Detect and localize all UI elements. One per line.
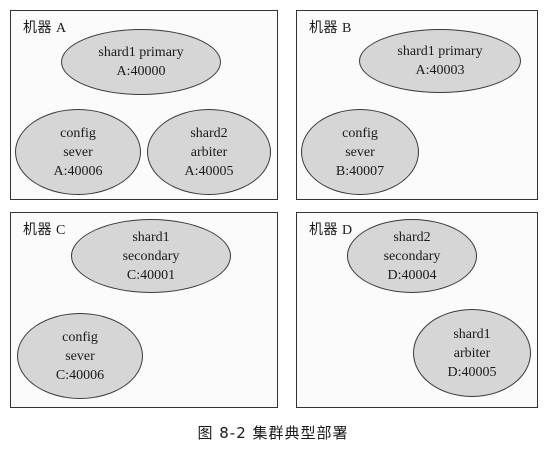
node-line: shard2 bbox=[393, 229, 431, 245]
machine-a-shard1-primary-node: shard1 primary A:40000 bbox=[61, 29, 221, 95]
node-line: shard2 bbox=[190, 125, 228, 141]
machine-a-config-server-node: config sever A:40006 bbox=[15, 109, 141, 195]
node-line: shard1 primary bbox=[397, 44, 483, 59]
machine-c-label: 机器 C bbox=[23, 223, 66, 238]
node-line: D:40004 bbox=[387, 267, 437, 283]
machine-d-shard1-arbiter-node: shard1 arbiter D:40005 bbox=[413, 309, 531, 397]
node-line: config bbox=[342, 125, 378, 141]
node-line: shard1 bbox=[132, 229, 170, 245]
node-line: sever bbox=[63, 144, 93, 160]
node-line: A:40005 bbox=[184, 163, 234, 179]
node-line: arbiter bbox=[190, 144, 228, 160]
node-line: config bbox=[62, 329, 98, 345]
node-line: D:40005 bbox=[447, 364, 497, 380]
node-line: shard1 primary bbox=[98, 45, 184, 60]
node-line: A:40000 bbox=[116, 64, 166, 79]
machine-b-config-server-node: config sever B:40007 bbox=[301, 109, 419, 195]
node-line: arbiter bbox=[453, 345, 491, 361]
machine-d-box: 机器 D shard2 secondary D:40004 shard1 arb… bbox=[296, 212, 538, 408]
machine-b-shard1-primary-node: shard1 primary A:40003 bbox=[359, 29, 521, 93]
node-line: sever bbox=[65, 348, 95, 364]
figure-caption: 图 8-2 集群典型部署 bbox=[197, 424, 349, 442]
machine-b-box: 机器 B shard1 primary A:40003 config sever… bbox=[296, 10, 538, 200]
node-line: secondary bbox=[383, 248, 441, 264]
machine-a-shard2-arbiter-node: shard2 arbiter A:40005 bbox=[147, 109, 271, 195]
node-line: config bbox=[60, 125, 96, 141]
machine-a-label: 机器 A bbox=[23, 21, 67, 36]
machine-b-label: 机器 B bbox=[309, 21, 352, 36]
machine-a-box: 机器 A shard1 primary A:40000 config sever… bbox=[10, 10, 278, 200]
node-line: C:40006 bbox=[55, 367, 105, 383]
machine-c-box: 机器 C shard1 secondary C:40001 config sev… bbox=[10, 212, 278, 408]
node-line: A:40006 bbox=[53, 163, 103, 179]
node-line: sever bbox=[345, 144, 375, 160]
machine-c-shard1-secondary-node: shard1 secondary C:40001 bbox=[71, 219, 231, 293]
node-line: B:40007 bbox=[335, 163, 385, 179]
node-line: secondary bbox=[122, 248, 180, 264]
machine-d-label: 机器 D bbox=[309, 223, 353, 238]
node-line: C:40001 bbox=[126, 267, 176, 283]
node-line: shard1 bbox=[453, 326, 491, 342]
machine-c-config-server-node: config sever C:40006 bbox=[17, 313, 143, 399]
machine-d-shard2-secondary-node: shard2 secondary D:40004 bbox=[347, 219, 477, 293]
node-line: A:40003 bbox=[415, 63, 465, 78]
